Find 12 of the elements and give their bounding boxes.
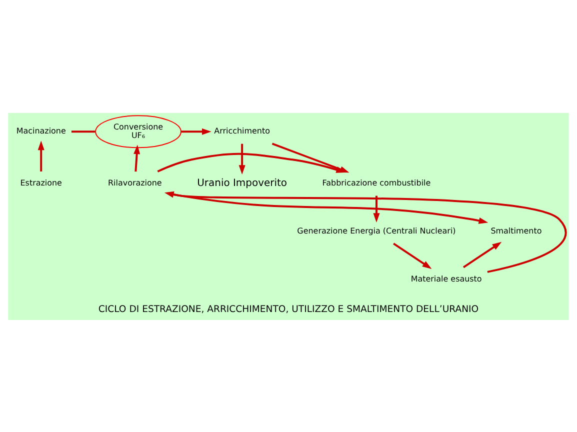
arrow xyxy=(373,195,380,222)
arrow xyxy=(157,152,346,172)
arrow xyxy=(134,144,140,172)
arrow xyxy=(164,190,566,272)
arrow xyxy=(462,241,502,268)
arrow xyxy=(393,242,432,268)
connector xyxy=(71,130,96,132)
caption: CICLO DI ESTRAZIONE, ARRICCHIMENTO, UTILIZZO E SMALTIMENTO DELL’URANIO xyxy=(98,304,479,315)
arrow xyxy=(238,143,246,174)
node-text: Uranio Impoverito xyxy=(197,177,287,188)
arrow xyxy=(181,128,212,134)
arrow xyxy=(38,140,44,171)
